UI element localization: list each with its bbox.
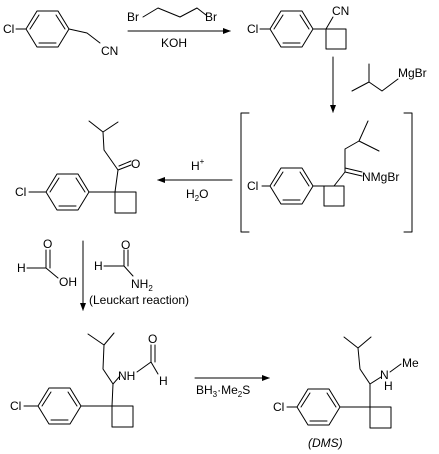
atom-cl: Cl bbox=[15, 185, 26, 199]
molecule-ketone: Cl O bbox=[15, 120, 140, 214]
reagent-borane: BH3·Me2S bbox=[196, 383, 250, 399]
atom-cl: Cl bbox=[247, 22, 258, 36]
step-3: H+ H2O bbox=[157, 157, 233, 203]
atom-h-formic: H bbox=[17, 261, 26, 275]
atom-o-amide: O bbox=[148, 332, 157, 346]
atom-cn-1: CN bbox=[101, 44, 118, 58]
atom-cl: Cl bbox=[10, 399, 21, 413]
reagent-acid: H+ bbox=[191, 157, 205, 173]
intermediate-imine-salt: Cl NMgBr bbox=[240, 112, 413, 233]
reagent-koh: KOH bbox=[161, 36, 187, 50]
atom-h-amide: H bbox=[159, 374, 168, 388]
reagent-mgbr: MgBr bbox=[398, 66, 427, 80]
atom-h-formamide: H bbox=[94, 259, 103, 273]
step-5: BH3·Me2S bbox=[194, 375, 270, 399]
molecule-cyclobutanecarbonitrile: Cl CN bbox=[247, 4, 349, 50]
product-label: (DMS) bbox=[308, 436, 343, 450]
atom-oh-formic: OH bbox=[59, 275, 77, 289]
atom-cl: Cl bbox=[3, 22, 14, 36]
atom-n-product: N bbox=[380, 368, 389, 382]
atom-h-product: H bbox=[384, 379, 393, 393]
atom-cn-2: CN bbox=[332, 4, 349, 18]
atom-cl: Cl bbox=[273, 400, 284, 414]
molecule-n-formyl: Cl NH O H bbox=[10, 332, 168, 428]
step-2: MgBr bbox=[330, 56, 427, 113]
step-1: Br Br KOH bbox=[127, 7, 231, 50]
reagent-water: H2O bbox=[186, 187, 208, 203]
atom-me: Me bbox=[402, 356, 419, 370]
reagent-leuckart: (Leuckart reaction) bbox=[89, 293, 189, 307]
atom-nh2: NH2 bbox=[131, 277, 153, 293]
atom-o-formic: O bbox=[43, 237, 52, 251]
step-4: H O OH H O NH2 (Leuckart reaction) bbox=[17, 237, 189, 311]
reagent-br-left: Br bbox=[127, 10, 139, 24]
atom-o-formamide: O bbox=[121, 238, 130, 252]
atom-nh-amide: NH bbox=[118, 369, 135, 383]
molecule-chlorophenylacetonitrile: Cl CN bbox=[3, 10, 118, 58]
atom-o-ketone: O bbox=[131, 157, 140, 171]
reagent-br-right: Br bbox=[205, 10, 217, 24]
molecule-dms: Cl N H Me (DMS) bbox=[273, 336, 419, 450]
atom-nmgbr: NMgBr bbox=[362, 170, 399, 184]
atom-cl: Cl bbox=[247, 179, 258, 193]
